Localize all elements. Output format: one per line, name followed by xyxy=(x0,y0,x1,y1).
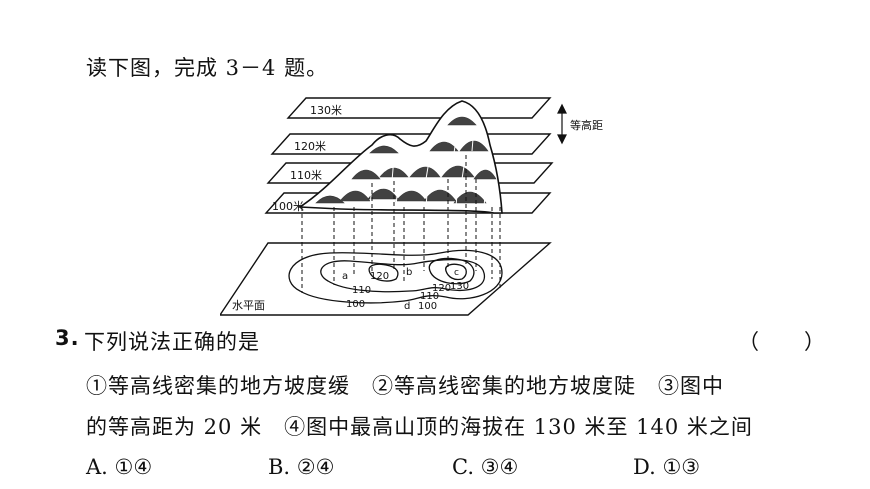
contour-label-100-right: 100 xyxy=(418,301,437,312)
contour-label-120-right: 120 xyxy=(432,283,451,294)
plane-label-110: 110米 xyxy=(290,169,322,182)
plane-130 xyxy=(286,97,552,119)
contour-label-120-left: 120 xyxy=(370,271,389,282)
mountain-illustration xyxy=(297,100,503,214)
mountain-body xyxy=(297,100,503,214)
point-label-c: c xyxy=(454,268,459,278)
point-label-a: a xyxy=(342,271,348,282)
intro-text: 读下图，完成 3－4 题。 xyxy=(86,56,329,80)
question-number: 3. xyxy=(55,326,80,350)
base-label: 水平面 xyxy=(232,299,265,312)
choice-d[interactable]: D. ①③ xyxy=(633,455,701,479)
contour-lines xyxy=(288,249,503,304)
interval-label: 等高距 xyxy=(570,118,603,132)
statements-line-1: ①等高线密集的地方坡度缓 ②等高线密集的地方坡度陡 ③图中 xyxy=(86,374,724,398)
contour-figure: 130米 120米 110米 100米 等高距 水平面 120 110 100 … xyxy=(220,97,603,316)
contour-label-110-left: 110 xyxy=(352,285,371,296)
choice-b[interactable]: B. ②④ xyxy=(268,455,335,479)
answer-blank: （ ） xyxy=(738,330,826,354)
choice-c[interactable]: C. ③④ xyxy=(452,455,519,479)
contour-100 xyxy=(288,249,503,304)
point-label-b: b xyxy=(406,267,412,278)
contour-label-110-right: 110 xyxy=(420,291,439,302)
contour-label-100-left: 100 xyxy=(346,299,365,310)
contour-130 xyxy=(445,263,467,281)
plane-label-100: 100米 xyxy=(272,200,304,213)
plane-label-130: 130米 xyxy=(310,104,342,117)
contour-label-130: 130 xyxy=(450,281,469,292)
statements-line-2: 的等高距为 20 米 ④图中最高山顶的海拔在 130 米至 140 米之间 xyxy=(86,415,753,439)
plane-label-120: 120米 xyxy=(294,140,326,153)
point-label-d: d xyxy=(404,301,410,312)
contour-110 xyxy=(320,258,485,293)
projection-lines xyxy=(301,155,501,293)
choice-a[interactable]: A. ①④ xyxy=(86,455,153,479)
interval-bracket xyxy=(557,103,567,145)
contour-120-left xyxy=(368,263,399,282)
question-stem: 下列说法正确的是 xyxy=(84,330,260,354)
contour-120-right xyxy=(428,257,475,285)
